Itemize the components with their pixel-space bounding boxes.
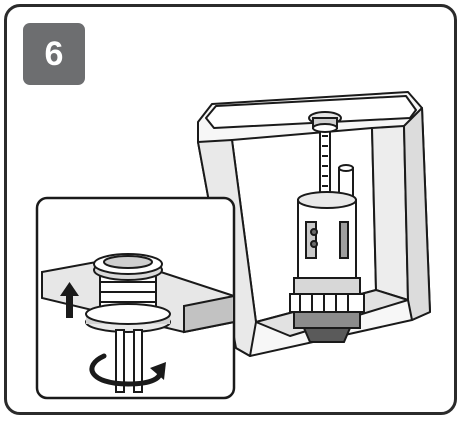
detail-inset (35, 196, 236, 400)
push-button-assembly (85, 253, 171, 393)
up-arrow-icon (60, 282, 79, 318)
flush-valve (289, 191, 365, 343)
cistern-rim (205, 95, 417, 129)
flush-rod-assembly (308, 111, 342, 201)
cistern-inner-right (371, 125, 409, 301)
step-number: 6 (44, 34, 64, 73)
rotate-arrow-icon (89, 353, 163, 387)
cistern-right-face (403, 107, 431, 321)
rotate-arrow-head (150, 362, 166, 380)
step-number-badge: 6 (23, 23, 85, 85)
